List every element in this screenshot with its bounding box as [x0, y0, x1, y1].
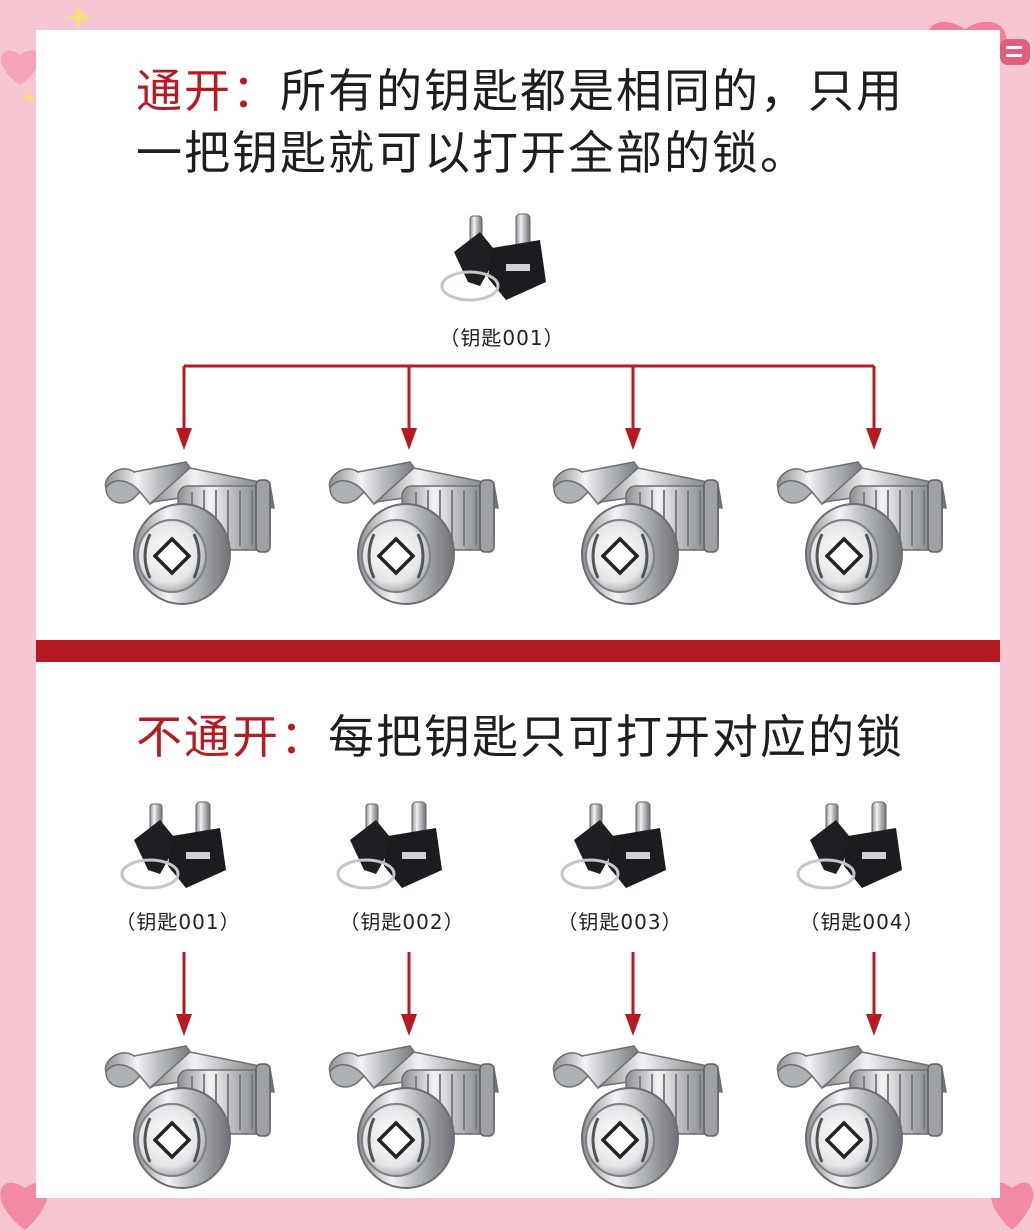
- content-card: 通开：所有的钥匙都是相同的，只用一把钥匙就可以打开全部的锁。 （钥匙001） 不…: [36, 30, 1000, 1198]
- key-label: （钥匙002）: [339, 910, 465, 934]
- section1-description: 所有的钥匙都是相同的，只用一把钥匙就可以打开全部的锁。: [136, 64, 904, 180]
- sparkle-icon: [22, 90, 38, 106]
- heart-icon: [1, 50, 39, 85]
- section2-description: 每把钥匙只可打开对应的锁: [328, 710, 904, 764]
- key-label: （钥匙001）: [115, 910, 241, 934]
- heart-icon: [0, 1182, 48, 1230]
- lock-image: [548, 1042, 728, 1192]
- heart-icon: [990, 1182, 1034, 1230]
- key-label: （钥匙001）: [439, 326, 565, 350]
- key-label: （钥匙003）: [557, 910, 683, 934]
- pairing-arrows: [176, 952, 882, 1036]
- connector-arrows: [176, 364, 882, 450]
- section-divider: [36, 640, 1000, 662]
- lock-image: [772, 1042, 952, 1192]
- key-label: （钥匙004）: [799, 910, 925, 934]
- section2-accent: 不通开：: [136, 710, 328, 764]
- section1-headline: 通开：所有的钥匙都是相同的，只用一把钥匙就可以打开全部的锁。: [136, 60, 936, 184]
- section1-accent: 通开：: [136, 64, 280, 118]
- lock-image: [324, 1042, 504, 1192]
- sparkle-icon: [66, 4, 92, 30]
- lock-image: [100, 1042, 280, 1192]
- section2-headline: 不通开：每把钥匙只可打开对应的锁: [136, 706, 936, 768]
